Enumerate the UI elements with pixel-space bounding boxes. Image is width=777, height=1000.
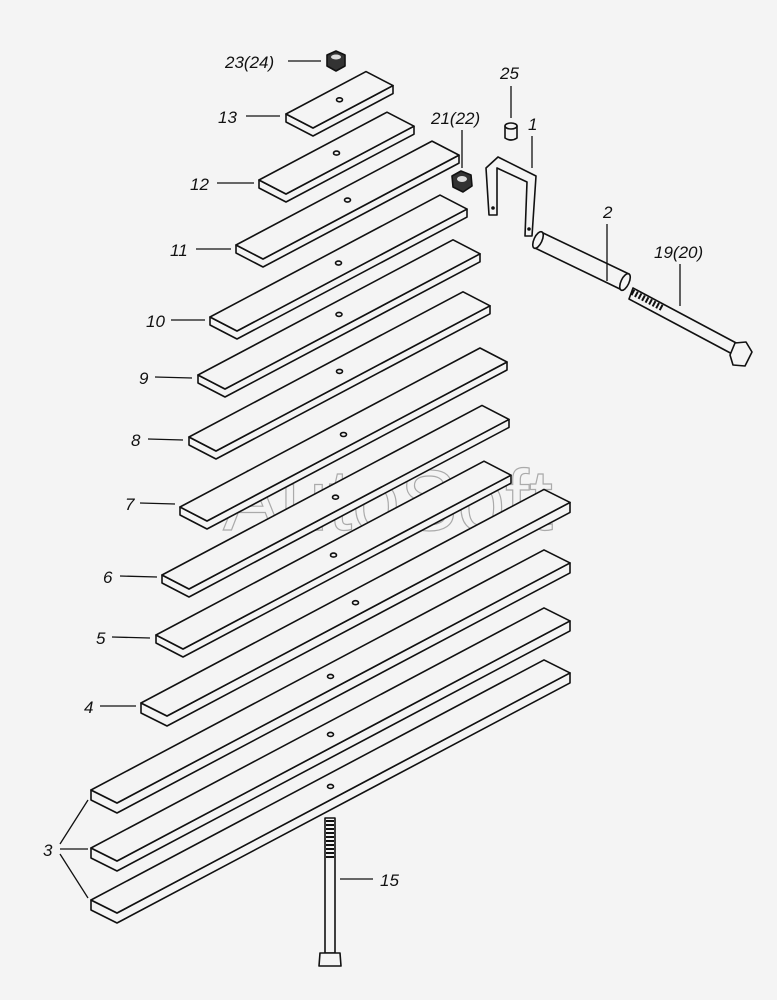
callout-19-20: 19(20): [654, 243, 703, 306]
label-5: 5: [96, 629, 106, 648]
callout-21-22: 21(22): [430, 109, 480, 168]
callout-11: 11: [170, 241, 231, 260]
spring-leaf-3a: [90, 549, 571, 814]
center-hole: [335, 368, 344, 375]
spring-leaf-3b: [90, 607, 571, 872]
spring-leaf-5: [155, 460, 512, 658]
center-hole: [335, 311, 343, 318]
label-6: 6: [103, 568, 113, 587]
center-hole: [343, 197, 352, 203]
callout-2: 2: [602, 203, 613, 281]
tube-2: [531, 230, 632, 292]
label-23-24: 23(24): [224, 53, 274, 72]
label-4: 4: [84, 698, 93, 717]
callout-10: 10: [146, 312, 205, 331]
callout-8: 8: [131, 431, 184, 450]
center-hole: [335, 97, 344, 103]
spring-leaves: [90, 70, 571, 924]
nut-21-22: [451, 170, 473, 193]
label-3: 3: [43, 841, 53, 860]
label-8: 8: [131, 431, 141, 450]
bracket-1: [485, 156, 537, 237]
label-2: 2: [602, 203, 613, 222]
callout-7: 7: [125, 495, 176, 514]
label-12: 12: [190, 175, 209, 194]
label-11: 11: [170, 241, 188, 260]
center-hole: [326, 731, 335, 738]
callout-23-24: 23(24): [224, 53, 321, 72]
center-hole: [351, 599, 360, 606]
label-1: 1: [528, 115, 537, 134]
label-13: 13: [218, 108, 237, 127]
label-15: 15: [380, 871, 399, 890]
spring-leaf-7: [179, 347, 508, 530]
center-hole: [331, 494, 340, 501]
callout-1: 1: [528, 115, 537, 168]
label-25: 25: [499, 64, 519, 83]
spring-leaf-9: [197, 239, 481, 398]
nut-23-24: [326, 50, 346, 72]
callout-3: 3: [43, 799, 89, 899]
label-19-20: 19(20): [654, 243, 703, 262]
callout-12: 12: [190, 175, 254, 194]
callout-25: 25: [499, 64, 519, 118]
spring-leaf-3c: [90, 659, 571, 924]
callout-9: 9: [139, 369, 193, 388]
label-9: 9: [139, 369, 149, 388]
callout-4: 4: [84, 698, 136, 717]
center-hole: [326, 783, 335, 790]
label-10: 10: [146, 312, 165, 331]
spring-leaf-10: [209, 194, 468, 340]
spring-leaf-4: [140, 488, 571, 727]
callout-13: 13: [218, 108, 280, 127]
spring-leaf-11: [235, 140, 460, 268]
spring-leaf-13: [285, 70, 394, 137]
callout-15: 15: [340, 871, 399, 890]
center-hole: [332, 150, 341, 156]
spring-leaf-6: [161, 404, 510, 598]
spring-leaf-8: [188, 290, 491, 460]
center-hole: [326, 673, 335, 680]
center-hole: [334, 260, 343, 266]
label-7: 7: [125, 495, 135, 514]
callout-5: 5: [96, 629, 151, 648]
center-hole: [339, 431, 348, 438]
spring-leaf-12: [258, 111, 415, 203]
label-21-22: 21(22): [430, 109, 480, 128]
bolt-15: [318, 817, 342, 967]
pin-25: [504, 122, 518, 141]
bolt-19-20: [628, 287, 753, 367]
callout-6: 6: [103, 568, 158, 587]
center-hole: [329, 552, 338, 558]
